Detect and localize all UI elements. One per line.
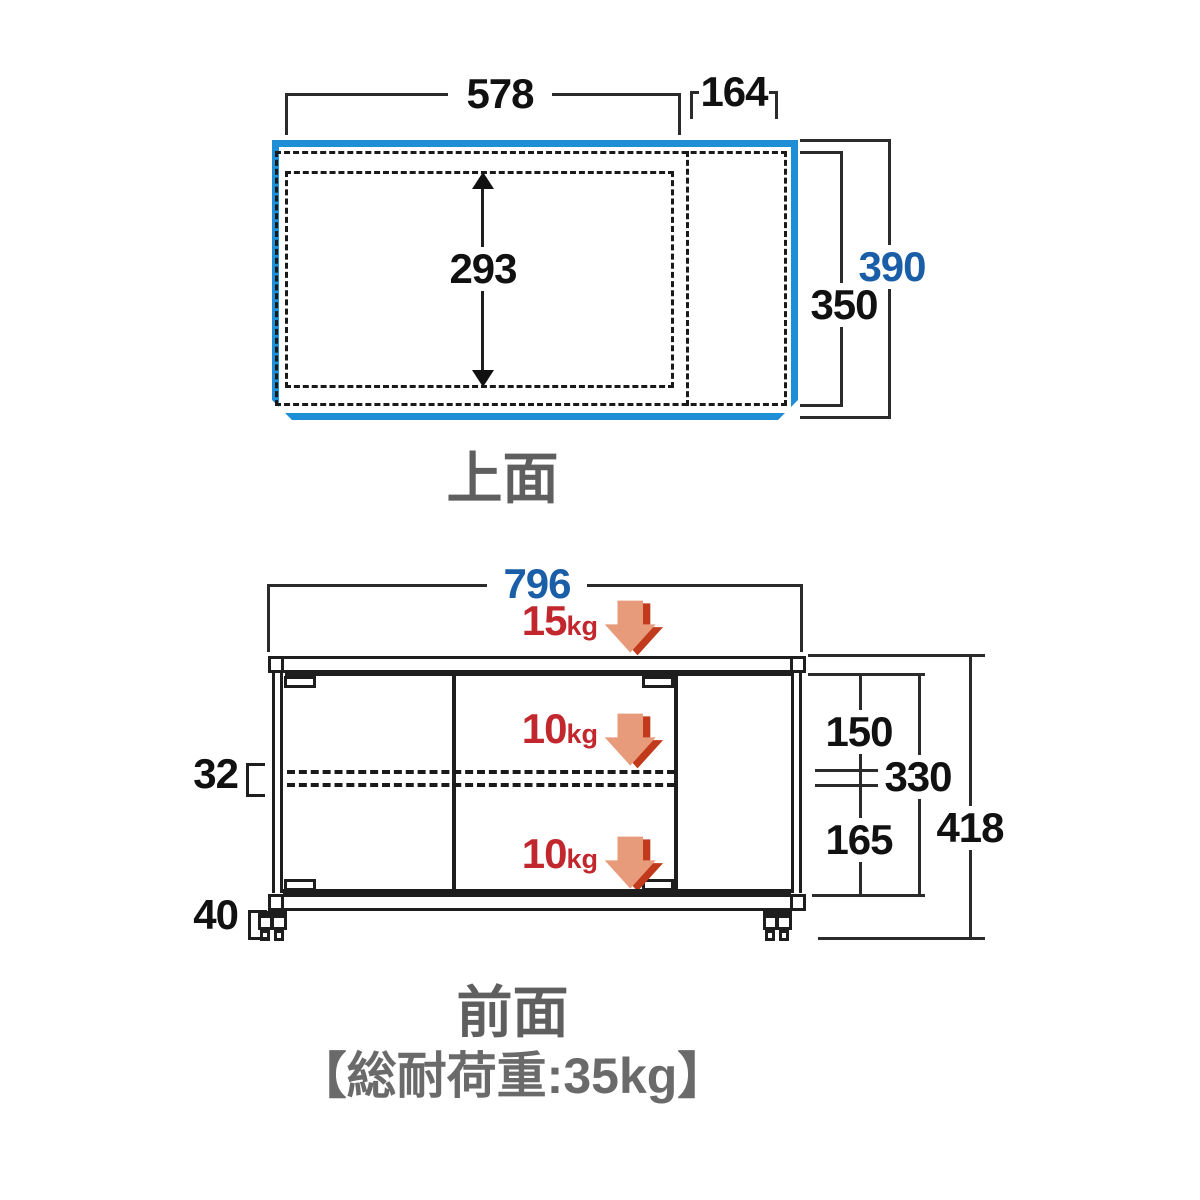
top-surface-inner-dashed-rect: [275, 151, 787, 406]
door-hinge: [642, 676, 674, 688]
cabinet-right-wall: [791, 672, 802, 893]
load-label-middle: 10kg: [498, 708, 598, 750]
dim-caster-height: 40: [193, 891, 239, 938]
dim-total-width: 796: [487, 562, 587, 606]
caster-icon: [258, 911, 287, 941]
dim-tick: [285, 93, 288, 135]
front-view-title: 前面: [456, 981, 569, 1044]
load-arrow-icon: [604, 600, 664, 656]
extension-line-top: [808, 654, 985, 657]
cabinet-left-wall: [272, 672, 283, 893]
caster-plate: [258, 911, 287, 916]
dim-bracket-40-tick: [248, 910, 267, 913]
caster-wheel: [779, 930, 789, 941]
top-panel-end-cap: [790, 656, 793, 673]
door-hinge: [284, 676, 316, 688]
load-arrow-icon: [604, 836, 664, 892]
dim-inner-total-depth: 350: [805, 283, 883, 327]
load-unit: kg: [566, 844, 598, 874]
dim-bracket-40-tick: [248, 937, 267, 940]
extension-line-inner-top: [808, 673, 925, 676]
load-unit: kg: [566, 611, 598, 641]
dim-inner-depth: 293: [437, 247, 529, 291]
dim-total-height: 418: [928, 806, 1012, 850]
caster-body-divider: [775, 915, 779, 930]
dim-total-depth: 390: [853, 245, 931, 289]
caster-wheel: [765, 930, 775, 941]
shelf-dashed-line: [287, 770, 675, 774]
dim-bracket-32-tick: [246, 794, 265, 797]
load-value: 10: [521, 830, 568, 877]
cabinet-inner-floor-line: [283, 889, 791, 894]
arrow-up-icon: [472, 172, 494, 189]
top-view-divider-dashed-line: [686, 151, 689, 406]
extension-line-shelf-upper: [815, 769, 880, 772]
dim-shelf-pitch: 32: [193, 750, 239, 797]
dim-tick: [690, 91, 693, 119]
dim-bracket-32-tick: [246, 763, 265, 766]
load-unit: kg: [566, 719, 598, 749]
dim-line-418: [969, 656, 972, 939]
dim-tick: [775, 91, 778, 119]
load-label-bottom: 10kg: [498, 833, 598, 875]
extension-line-floor: [818, 937, 985, 940]
dim-tick: [267, 584, 270, 652]
load-value: 10: [521, 705, 568, 752]
load-arrow-icon: [604, 713, 664, 769]
arrow-down-icon: [472, 370, 494, 387]
base-panel-end-cap: [790, 894, 793, 911]
load-label-top: 15kg: [498, 600, 598, 642]
cabinet-inner-top-line: [285, 673, 791, 676]
top-view-title: 上面: [446, 447, 559, 510]
base-panel-end-cap: [281, 894, 284, 911]
dim-line-150-165: [859, 675, 862, 896]
dim-tick: [678, 93, 681, 135]
caster-icon: [763, 911, 792, 941]
load-value: 15: [521, 597, 568, 644]
dim-bracket-350: [800, 151, 843, 407]
cabinet-divider-right: [674, 676, 678, 891]
caster-plate: [763, 911, 792, 916]
dim-bracket-32: [246, 763, 249, 797]
caster-body-divider: [270, 915, 274, 930]
dim-lower-inner-height: 165: [820, 818, 898, 862]
dim-inner-height: 330: [878, 755, 958, 799]
extension-line-shelf-lower: [815, 784, 880, 787]
top-panel-end-cap: [281, 656, 284, 673]
dim-right-width: 164: [699, 68, 769, 115]
dim-main-width: 578: [448, 72, 552, 116]
dim-tick: [800, 584, 803, 652]
cabinet-base-panel: [268, 894, 806, 911]
shelf-dashed-line: [287, 783, 675, 787]
top-view: 293 578 164 350 390 上面: [0, 0, 1200, 540]
dim-bracket-40: [248, 910, 251, 940]
caster-wheel: [274, 930, 284, 941]
cabinet-top-panel: [268, 656, 806, 673]
capacity-note: 【総耐荷重:35kg】: [296, 1048, 728, 1104]
extension-line-inner-bottom: [812, 894, 925, 897]
dim-upper-inner-height: 150: [820, 710, 898, 754]
